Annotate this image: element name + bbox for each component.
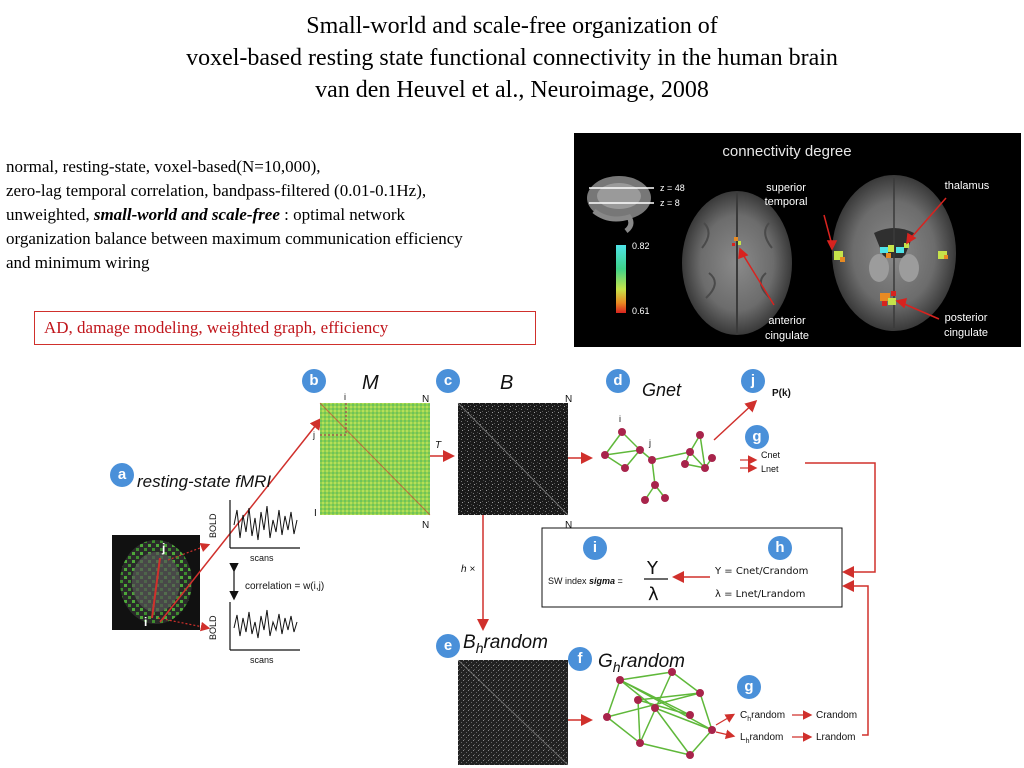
B-N-top: N: [565, 394, 572, 405]
matrix-j: j: [312, 430, 315, 440]
graph-Gnet-edges: [604, 431, 713, 501]
colorbar-min: 0.61: [632, 306, 650, 316]
matrix-N-bottom: N: [422, 520, 429, 531]
bold-label-bottom: BOLD: [208, 615, 218, 640]
Lnet-label: Lnet: [761, 464, 779, 474]
graph-random-edges: [606, 671, 713, 756]
badge-h: h: [768, 536, 792, 560]
degree-distribution: P(k): [772, 388, 791, 399]
badge-d: d: [606, 369, 630, 393]
arrow-to-matrix: [159, 417, 322, 623]
future-work-box: AD, damage modeling, weighted graph, eff…: [34, 311, 536, 345]
Ch-random-label: Chrandom: [740, 710, 785, 723]
arrow-Crandom-to-box: [842, 580, 869, 736]
correlation-label: correlation = w(i,j): [245, 581, 324, 592]
arrow-to-Pk: [713, 399, 758, 441]
label-anterior: anterior: [768, 315, 806, 327]
title-line-2: voxel-based resting state functional con…: [186, 45, 838, 71]
gamma-definition: Υ = Cnet/Crandom: [714, 566, 808, 577]
badge-g-bottom: g: [737, 675, 761, 699]
arrow-Cnet-to-box: [805, 462, 876, 578]
summary-line-1: normal, resting-state, voxel-based(N=10,…: [6, 157, 321, 176]
threshold-T: T: [435, 440, 442, 451]
scans-label-top: scans: [250, 553, 274, 563]
label-superior: superior: [766, 182, 806, 194]
gamma-symbol: Υ: [646, 558, 659, 579]
bold-plot-top: [229, 500, 300, 549]
summary-text: normal, resting-state, voxel-based(N=10,…: [6, 155, 572, 275]
graph-node-i: i: [619, 414, 621, 424]
summary-line-4: organization balance between maximum com…: [6, 229, 463, 248]
colorbar: [616, 245, 626, 313]
label-temporal: temporal: [765, 196, 808, 208]
Crandom-label: Crandom: [816, 710, 857, 721]
B-N-bottom: N: [565, 520, 572, 531]
label-posterior: posterior: [945, 312, 988, 324]
title-line-1: Small-world and scale-free organization …: [306, 13, 718, 39]
bold-label-top: BOLD: [208, 513, 218, 538]
summary-line-3-prefix: unweighted,: [6, 205, 94, 224]
axial-slice-z48: [682, 191, 792, 335]
badge-a: a: [110, 463, 134, 487]
graph-node-j: j: [648, 438, 651, 448]
badge-c: c: [436, 369, 460, 393]
matrix-i: i: [344, 392, 346, 402]
colorbar-max: 0.82: [632, 241, 650, 251]
M-label: M: [362, 372, 379, 394]
badge-e: e: [436, 634, 460, 658]
Bh-random-label: Bhrandom: [463, 632, 548, 656]
h-times: h ×: [461, 564, 475, 575]
pipeline-figure: j i BOLD scans BOLD scans correlation = …: [112, 388, 876, 766]
label-cingulate-posterior: cingulate: [944, 327, 988, 339]
Lrandom-label: Lrandom: [816, 732, 855, 743]
Cnet-label: Cnet: [761, 450, 781, 460]
voxel-j-label: j: [161, 541, 165, 555]
matrix-N-top: N: [422, 394, 429, 405]
summary-keyword: small-world and scale-free: [93, 205, 280, 224]
sagittal-thumbnail: [587, 176, 654, 233]
graph-Gnet-nodes: [601, 428, 716, 504]
voxel-i-label: i: [144, 615, 147, 629]
Gnet-label: Gnet: [642, 380, 682, 400]
summary-line-2: zero-lag temporal correlation, bandpass-…: [6, 181, 427, 200]
scans-label-bottom: scans: [250, 655, 274, 665]
badge-i: i: [583, 536, 607, 560]
badge-f: f: [568, 647, 592, 671]
axial-slice-z8: [832, 175, 956, 331]
bold-plot-bottom: [229, 602, 300, 651]
lambda-definition: λ = Lnet/Lrandom: [715, 589, 805, 600]
voxel-link: [151, 557, 161, 619]
badge-b: b: [302, 369, 326, 393]
summary-line-3: unweighted, small-world and scale-free :…: [6, 203, 572, 227]
graph-random-nodes: [603, 668, 716, 759]
matrix-I: I: [314, 508, 317, 519]
title-line-3: van den Heuvel et al., Neuroimage, 2008: [315, 77, 709, 103]
badge-g-top: g: [745, 425, 769, 449]
Lh-random-label: Lhrandom: [740, 732, 783, 745]
slide-title: Small-world and scale-free organization …: [0, 10, 1024, 106]
region-pointers: [738, 197, 947, 320]
figure-title: connectivity degree: [722, 143, 851, 160]
slice-label-z8: z = 8: [660, 198, 680, 208]
lambda-symbol: λ: [648, 584, 659, 605]
summary-line-3-suffix: : optimal network: [279, 205, 405, 224]
sw-index-label: SW index sigma =: [548, 576, 623, 586]
slice-label-z48: z = 48: [660, 183, 685, 193]
summary-line-5: and minimum wiring: [6, 253, 150, 272]
label-cingulate-anterior: cingulate: [765, 330, 809, 342]
B-label: B: [500, 372, 514, 394]
connectivity-figure: connectivity degree z = 48 z = 8 0.82 0.…: [574, 133, 1021, 347]
badge-j: j: [741, 369, 765, 393]
resting-state-label: resting-state fMRI: [137, 472, 272, 491]
Gh-random-label: Ghrandom: [598, 651, 685, 675]
label-thalamus: thalamus: [945, 180, 990, 192]
connectivity-figure-svg: connectivity degree z = 48 z = 8 0.82 0.…: [587, 143, 990, 342]
